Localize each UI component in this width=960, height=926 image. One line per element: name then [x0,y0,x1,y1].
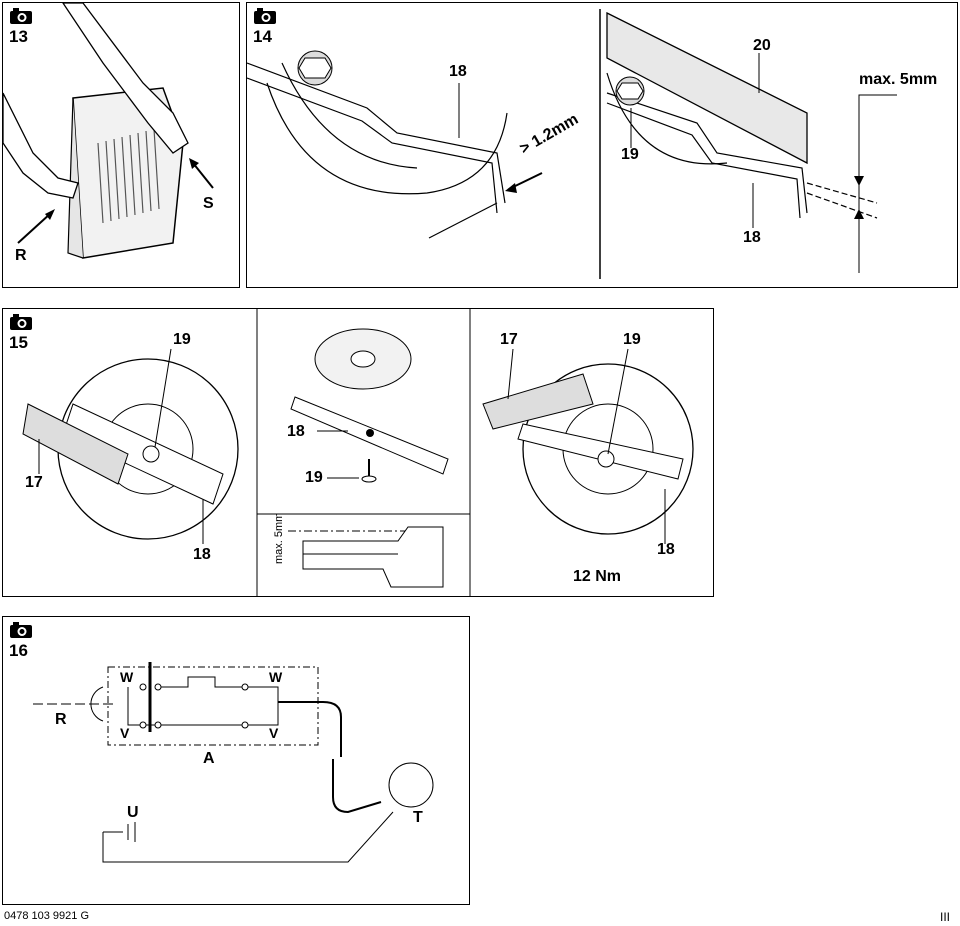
label-19: 19 [621,146,639,163]
camera-icon [254,8,276,24]
label-s: S [203,195,214,212]
label-w-left: W [120,669,134,685]
figure-15: 15 19 17 18 18 19 max. 5mm 17 19 18 12 N… [2,308,714,597]
figure-number: 15 [9,333,28,352]
label-max: max. 5mm [859,71,938,88]
label-t: T [413,809,423,826]
label-r: R [55,711,67,728]
hands-holding-grass-box-illustration [3,3,214,259]
label-19: 19 [173,331,191,348]
label-18: 18 [449,63,467,80]
label-17: 17 [25,474,43,491]
label-r: R [15,247,27,264]
label-18-right: 18 [657,541,675,558]
label-18: 18 [193,546,211,563]
figure-16: 16 W W V V R A U T [2,616,470,905]
figure-badge: 15 [9,313,43,353]
camera-icon [10,314,32,330]
torque-label: 12 Nm [573,568,622,585]
label-19-middle: 19 [305,469,323,486]
wiring-diagram [33,662,434,863]
figure-number: 13 [9,27,28,46]
label-max: max. 5mm [273,512,285,564]
label-18-middle: 18 [287,423,305,440]
label-18b: 18 [743,229,761,246]
figure-number: 16 [9,641,28,660]
figure-13: 13 S R [2,2,240,288]
label-17-right: 17 [500,331,518,348]
figure-badge: 13 [9,7,43,47]
figure-badge: 16 [9,621,43,661]
label-w-right: W [269,669,283,685]
document-code: 0478 103 9921 G [4,910,90,922]
figure-14: 14 18 > 1.2mm 20 max. 5mm 19 18 [246,2,958,288]
page-number: III [940,910,951,924]
label-v-left: V [120,725,130,741]
camera-icon [10,8,32,24]
blade-wear-illustration [247,9,897,279]
camera-icon [10,622,32,638]
label-u: U [127,804,139,821]
figure-badge: 14 [253,7,287,47]
label-19-right: 19 [623,331,641,348]
figure-number: 14 [253,27,272,46]
label-v-right: V [269,725,279,741]
blade-mounting-illustration [22,309,694,596]
label-20: 20 [753,37,771,54]
label-a: A [203,750,215,767]
